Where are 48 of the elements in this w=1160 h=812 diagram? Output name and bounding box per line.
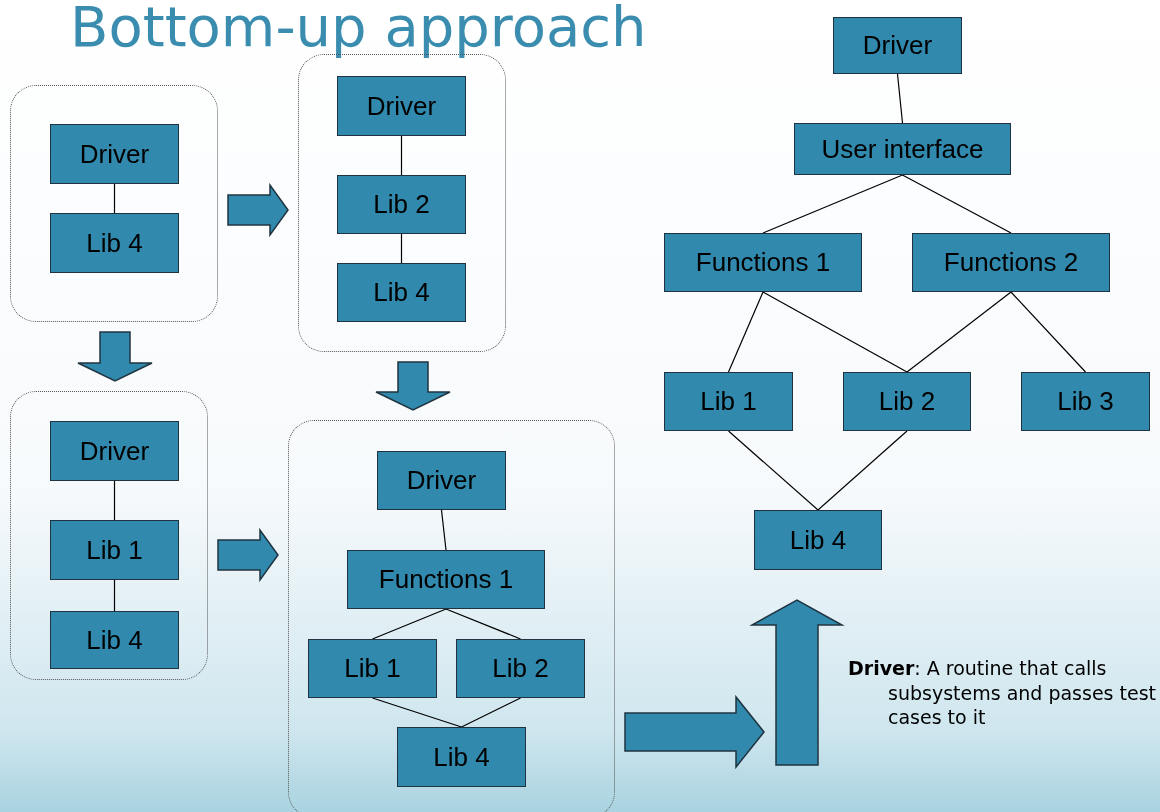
connector-line [460, 697, 522, 728]
connector-line [906, 291, 1012, 373]
connector-line [400, 233, 403, 264]
connector-line [400, 135, 403, 176]
connector-line [817, 430, 908, 511]
block-arrow [375, 361, 451, 411]
process-box: User interface [794, 123, 1011, 175]
process-box: Functions 1 [347, 550, 545, 609]
connector-line [113, 183, 116, 214]
block-arrow [217, 527, 279, 583]
process-box: Functions 1 [664, 233, 862, 292]
process-box: Lib 4 [50, 611, 179, 669]
block-arrow [227, 182, 289, 238]
connector-line [727, 430, 819, 511]
block-arrow [77, 331, 153, 382]
connector-line [371, 608, 447, 640]
process-box: Lib 1 [664, 372, 793, 431]
process-box: Lib 2 [843, 372, 971, 431]
process-box: Lib 4 [397, 727, 526, 787]
process-box: Lib 4 [337, 263, 466, 322]
connector-line [440, 509, 447, 551]
connector-line [371, 697, 463, 728]
process-box: Driver [337, 76, 466, 136]
process-box: Driver [833, 17, 962, 74]
process-box: Driver [50, 421, 179, 481]
connector-line [445, 608, 522, 640]
connector-line [901, 174, 1012, 234]
connector-line [762, 174, 904, 234]
process-box: Driver [50, 124, 179, 184]
process-box: Lib 1 [50, 520, 179, 580]
process-box: Lib 2 [456, 639, 585, 698]
connector-line [113, 579, 116, 612]
connector-line [727, 291, 764, 373]
definition-note: Driver: A routine that calls subsystems and passes test cases to it [848, 656, 1158, 731]
connector-line [762, 291, 908, 373]
block-arrow [749, 599, 845, 766]
process-box: Driver [377, 451, 506, 510]
process-box: Lib 4 [754, 510, 882, 570]
process-box: Lib 3 [1021, 372, 1150, 431]
process-box: Lib 4 [50, 213, 179, 273]
block-arrow [624, 694, 765, 770]
slide-title: Bottom-up approach [70, 0, 647, 57]
connector-line [896, 73, 904, 124]
connector-line [113, 480, 116, 521]
process-box: Lib 2 [337, 175, 466, 234]
connector-line [1010, 291, 1087, 373]
process-box: Functions 2 [912, 233, 1110, 292]
process-box: Lib 1 [308, 639, 437, 698]
